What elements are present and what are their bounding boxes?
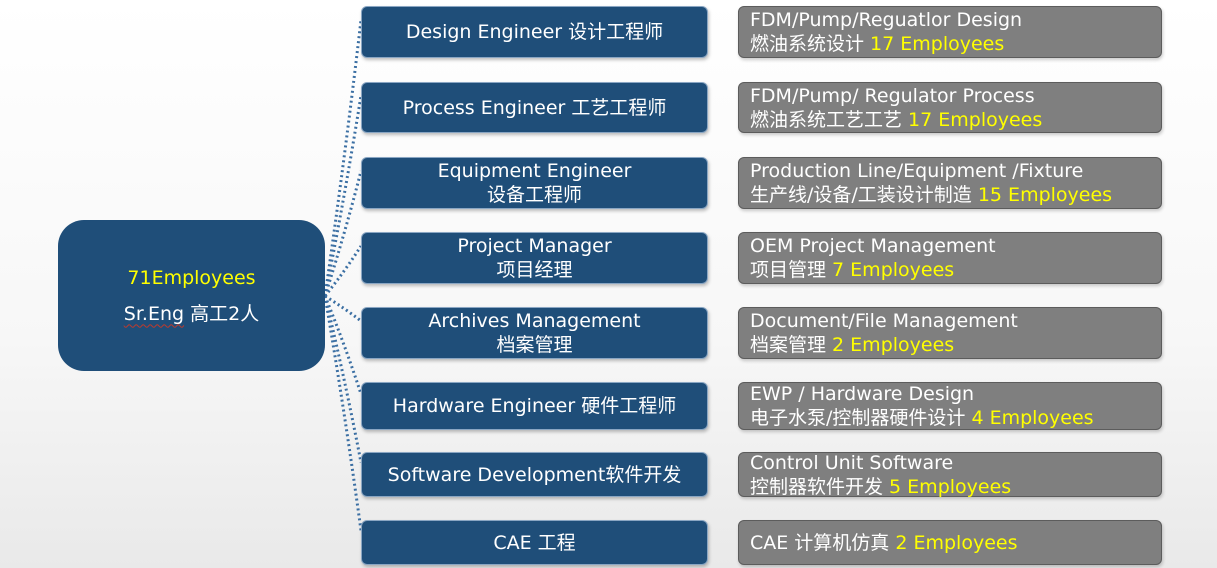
detail-design: FDM/Pump/Reguatlor Design 燃油系统设计 17 Empl…	[738, 6, 1162, 58]
detail-subtitle: 燃油系统工艺工艺	[750, 108, 909, 131]
detail-subtitle: 生产线/设备/工装设计制造	[750, 184, 978, 206]
employee-count: 5 Employees	[889, 475, 1012, 498]
root-title-line: Sr.Eng 高工2人	[124, 296, 259, 332]
detail-title: EWP / Hardware Design	[750, 383, 975, 405]
role-software-development: Software Development软件开发	[361, 452, 708, 497]
detail-subtitle-line: 电子水泵/控制器硬件设计 4 Employees	[750, 406, 1161, 430]
root-title: Sr.Eng	[123, 302, 185, 325]
role-equipment-engineer: Equipment Engineer 设备工程师	[361, 157, 708, 209]
detail-title: Control Unit Software	[750, 451, 954, 474]
detail-cae: CAE 计算机仿真 2 Employees	[738, 520, 1162, 565]
role-label: Process Engineer 工艺工程师	[402, 96, 667, 119]
role-label: Archives Management	[428, 310, 641, 332]
connector-line	[323, 245, 363, 297]
detail-subtitle: 控制器软件开发	[750, 475, 890, 498]
detail-subtitle-line: 燃油系统设计 17 Employees	[750, 32, 1161, 56]
detail-equipment: Production Line/Equipment /Fixture 生产线/设…	[738, 157, 1162, 209]
detail-software: Control Unit Software 控制器软件开发 5 Employee…	[738, 451, 1162, 499]
department-root-node: 71Employees Sr.Eng 高工2人	[58, 220, 325, 371]
employee-count: 2 Employees	[832, 334, 955, 356]
detail-process: FDM/Pump/ Regulator Process 燃油系统工艺工艺 17 …	[738, 82, 1162, 133]
employee-count: 2 Employees	[895, 531, 1018, 554]
detail-archives: Document/File Management 档案管理 2 Employee…	[738, 307, 1162, 359]
role-label-cn: 项目经理	[496, 259, 573, 281]
detail-subtitle-line: 生产线/设备/工装设计制造 15 Employees	[750, 183, 1161, 207]
role-label-cn: 设备工程师	[486, 184, 582, 206]
detail-subtitle: 档案管理	[750, 334, 833, 356]
detail-title: OEM Project Management	[750, 235, 996, 257]
detail-project: OEM Project Management 项目管理 7 Employees	[738, 232, 1162, 284]
connector-line	[323, 19, 363, 297]
detail-subtitle-line: 档案管理 2 Employees	[750, 333, 1161, 357]
role-cae: CAE 工程	[361, 520, 708, 565]
role-archives-management: Archives Management 档案管理	[361, 307, 708, 359]
role-process-engineer: Process Engineer 工艺工程师	[361, 82, 708, 133]
employee-count: 15 Employees	[977, 184, 1113, 206]
employee-count: 17 Employees	[870, 33, 1005, 55]
role-label: Equipment Engineer	[437, 160, 632, 182]
role-label: Software Development软件开发	[387, 463, 682, 486]
detail-subtitle: CAE 计算机仿真	[750, 531, 896, 554]
detail-subtitle-line: 控制器软件开发 5 Employees	[750, 475, 1161, 499]
role-project-manager: Project Manager 项目经理	[361, 232, 708, 284]
connector-line	[323, 170, 363, 297]
role-label: CAE 工程	[493, 531, 576, 554]
role-label: Design Engineer 设计工程师	[405, 21, 664, 43]
total-employees: 71Employees	[127, 266, 256, 289]
detail-subtitle: 电子水泵/控制器硬件设计	[750, 407, 972, 429]
employee-count: 4 Employees	[971, 407, 1094, 429]
detail-title: Production Line/Equipment /Fixture	[750, 160, 1084, 182]
detail-subtitle: 项目管理	[750, 259, 833, 281]
detail-subtitle-line: 项目管理 7 Employees	[750, 258, 1161, 282]
connector-line	[323, 295, 363, 395]
detail-subtitle-line: CAE 计算机仿真 2 Employees	[750, 531, 1161, 555]
employee-count: 17 Employees	[908, 108, 1043, 131]
role-hardware-engineer: Hardware Engineer 硬件工程师	[361, 382, 708, 430]
detail-title: Document/File Management	[750, 310, 1018, 332]
detail-title: FDM/Pump/ Regulator Process	[750, 84, 1035, 107]
role-label: Hardware Engineer 硬件工程师	[392, 395, 677, 417]
detail-subtitle: 燃油系统设计	[750, 33, 871, 55]
role-label-cn: 档案管理	[496, 334, 573, 356]
employee-count: 7 Employees	[832, 259, 955, 281]
role-label: Project Manager	[457, 235, 612, 257]
connector-line	[324, 294, 362, 323]
root-title-cn: 高工2人	[184, 302, 260, 325]
connector-line	[323, 95, 363, 297]
detail-hardware: EWP / Hardware Design 电子水泵/控制器硬件设计 4 Emp…	[738, 382, 1162, 430]
connector-line	[323, 295, 363, 531]
detail-subtitle-line: 燃油系统工艺工艺 17 Employees	[750, 108, 1161, 132]
role-design-engineer: Design Engineer 设计工程师	[361, 6, 708, 58]
detail-title: FDM/Pump/Reguatlor Design	[750, 9, 1023, 31]
